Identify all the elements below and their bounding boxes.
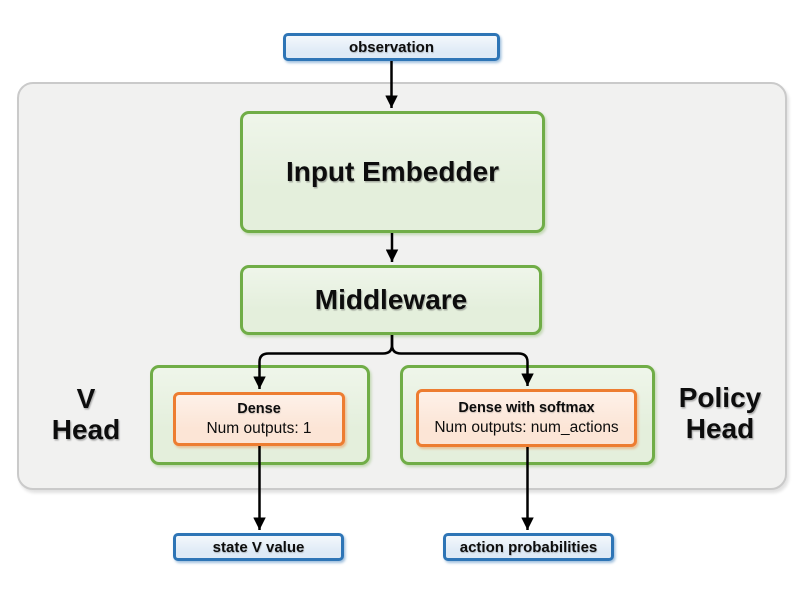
v-head-dense-node: Dense Num outputs: 1 [173,392,345,446]
input-embedder-label: Input Embedder [285,156,500,187]
policy-head-dense-title: Dense with softmax [458,400,595,416]
middleware-node: Middleware [240,265,542,335]
observation-label: observation [348,38,435,56]
v-head-title: V Head [25,383,147,445]
state-v-value-label: state V value [212,538,305,556]
policy-head-title-line2: Head [685,413,755,444]
policy-head-dense-subtitle: Num outputs: num_actions [434,419,619,436]
policy-head-dense-node: Dense with softmax Num outputs: num_acti… [416,389,637,447]
policy-head-title-line1: Policy [678,382,762,413]
action-probabilities-node: action probabilities [443,533,614,561]
action-probabilities-label: action probabilities [459,538,598,556]
v-head-title-line1: V [76,383,96,414]
v-head-dense-subtitle: Num outputs: 1 [206,420,312,437]
policy-head-title: Policy Head [655,382,785,444]
observation-node: observation [283,33,500,61]
middleware-label: Middleware [314,284,468,315]
state-v-value-node: state V value [173,533,344,561]
v-head-title-line2: Head [51,414,121,445]
input-embedder-node: Input Embedder [240,111,545,233]
v-head-dense-title: Dense [237,401,281,417]
